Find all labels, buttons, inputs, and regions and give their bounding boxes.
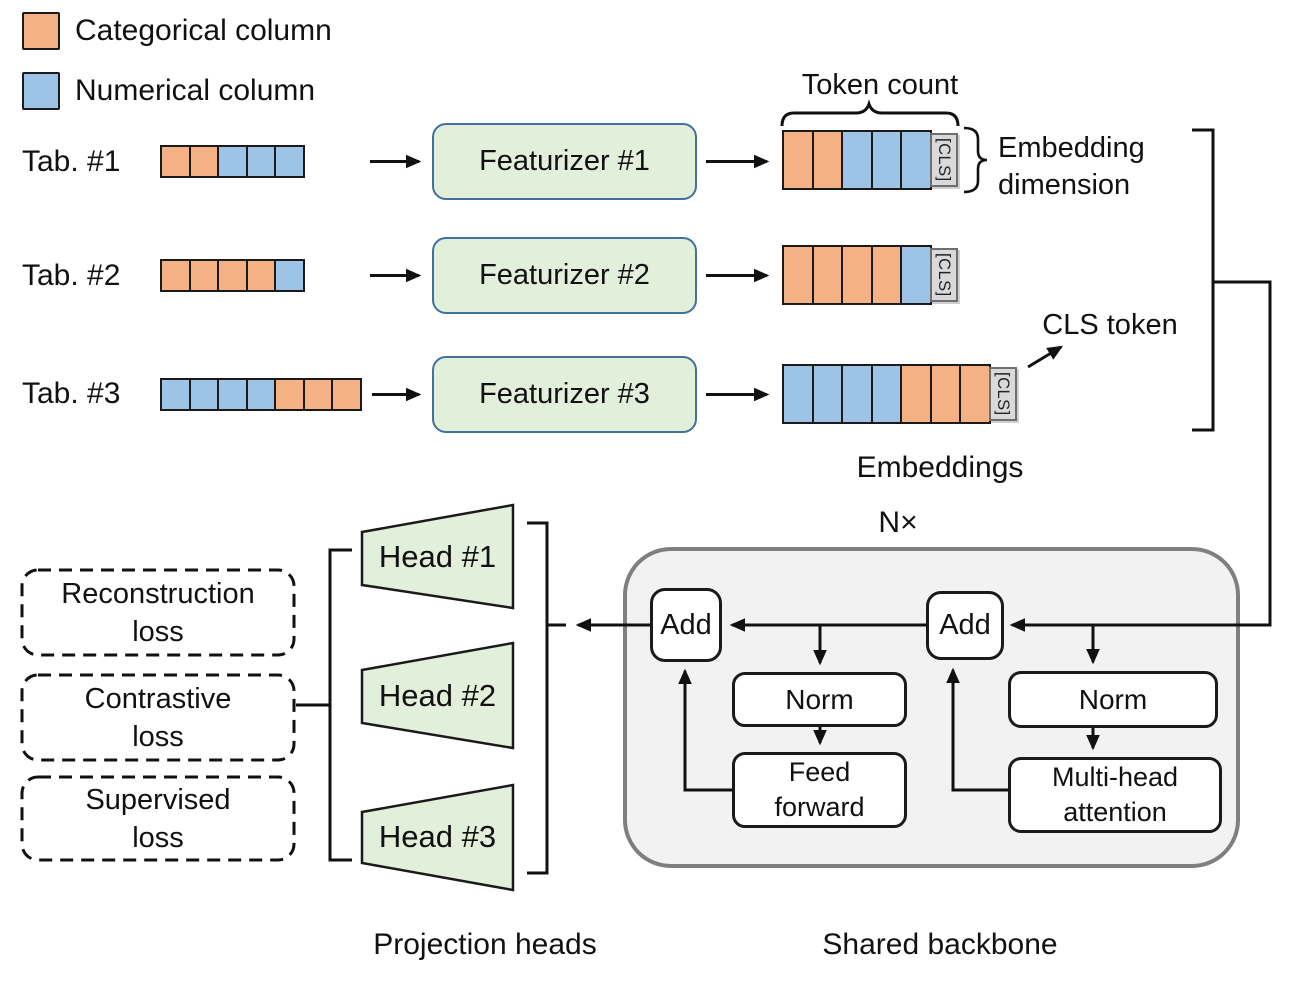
numerical-cell (245, 378, 277, 411)
embeddings-collect-bracket (1192, 128, 1215, 432)
projection-heads-caption: Projection heads (373, 928, 597, 961)
table-label-2: Tab. #2 (22, 259, 121, 292)
numerical-cell (188, 378, 220, 411)
featurizer-2-box: Featurizer #2 (432, 237, 697, 314)
input-cells-tab1 (160, 145, 305, 178)
categorical-cell (900, 364, 932, 424)
numerical-cell (900, 130, 932, 190)
categorical-cell (870, 245, 903, 305)
embedding-row-2: [CLS] (782, 245, 958, 305)
categorical-cell (331, 378, 362, 411)
embedding-row-3: [CLS] (782, 364, 1017, 424)
loss-box-supervised (20, 775, 296, 862)
head-1-trapezoid (360, 503, 515, 610)
table-label-3: Tab. #3 (22, 377, 121, 410)
norm-box-2: Norm (1008, 671, 1218, 728)
loss-box-contrastive (20, 673, 296, 762)
numerical-cell (782, 364, 814, 424)
embedding-dimension-label: Embedding dimension (998, 132, 1145, 201)
numerical-cell (900, 245, 932, 305)
featurizer-3-box: Featurizer #3 (432, 356, 697, 433)
embedding-row-1: [CLS] (782, 130, 958, 190)
categorical-cell (782, 130, 814, 190)
categorical-cell (274, 378, 305, 411)
arrow-mha-add2 (946, 667, 1008, 792)
legend-label-categorical: Categorical column (75, 14, 332, 47)
numerical-cell (160, 378, 191, 411)
numerical-cell (274, 259, 305, 292)
head-2-trapezoid (360, 641, 515, 750)
heads-left-bracket (328, 548, 352, 862)
categorical-cell (188, 145, 220, 178)
norm-box-1: Norm (732, 672, 907, 727)
numerical-cell (217, 145, 248, 178)
cls-cell-3: [CLS] (988, 367, 1017, 421)
shared-backbone-caption: Shared backbone (822, 928, 1058, 961)
input-cells-tab3 (160, 378, 362, 411)
numerical-cell (217, 378, 248, 411)
legend-label-numerical: Numerical column (75, 74, 316, 107)
input-cells-tab2 (160, 259, 305, 292)
embeddings-to-backbone-line (1009, 280, 1272, 632)
categorical-cell (959, 364, 991, 424)
cls-cell-1: [CLS] (929, 133, 958, 187)
embedding-dimension-brace (963, 126, 988, 194)
cls-cell-2: [CLS] (929, 248, 958, 302)
featurizer-2-label: Featurizer #2 (479, 259, 650, 291)
token-count-brace (780, 99, 960, 127)
head-3-label: Head #3 (378, 819, 497, 854)
categorical-cell (811, 130, 844, 190)
head-1-label: Head #1 (378, 539, 497, 574)
legend-swatch-categorical (22, 12, 60, 50)
numerical-cell (841, 364, 873, 424)
categorical-cell (188, 259, 220, 292)
numerical-cell (870, 130, 903, 190)
numerical-cell (870, 364, 903, 424)
categorical-cell (841, 245, 873, 305)
cls-token-label: CLS token (1042, 308, 1178, 341)
categorical-cell (160, 259, 191, 292)
numerical-cell (841, 130, 873, 190)
feed-forward-box: Feed forward (732, 752, 907, 828)
table-label-1: Tab. #1 (22, 145, 121, 178)
multi-head-attention-box: Multi-head attention (1008, 757, 1222, 833)
numerical-cell (274, 145, 305, 178)
token-count-label: Token count (801, 68, 959, 101)
embeddings-label: Embeddings (856, 451, 1024, 484)
featurizer-1-label: Featurizer #1 (479, 145, 650, 177)
numerical-cell (811, 364, 844, 424)
categorical-cell (160, 145, 191, 178)
n-times-label: N× (878, 506, 918, 539)
head-2-label: Head #2 (378, 678, 497, 713)
loss-label-reconstruction: Reconstruction loss (61, 577, 255, 648)
loss-label-contrastive: Contrastive loss (84, 682, 232, 753)
categorical-cell (217, 259, 248, 292)
numerical-cell (245, 145, 277, 178)
add-box-2: Add (926, 591, 1004, 660)
categorical-cell (302, 378, 334, 411)
loss-box-reconstruction (20, 568, 296, 657)
categorical-cell (811, 245, 844, 305)
loss-label-supervised: Supervised loss (85, 783, 231, 854)
featurizer-3-label: Featurizer #3 (479, 378, 650, 410)
heads-right-bracket (527, 521, 549, 875)
categorical-cell (782, 245, 814, 305)
legend-swatch-numerical (22, 72, 60, 110)
categorical-cell (245, 259, 277, 292)
categorical-cell (929, 364, 962, 424)
head-3-trapezoid (360, 783, 515, 892)
featurizer-1-box: Featurizer #1 (432, 123, 697, 200)
add-box-1: Add (650, 588, 722, 662)
arrow-feedforward-add1 (678, 668, 732, 792)
cls-token-arrow (1027, 345, 1064, 369)
